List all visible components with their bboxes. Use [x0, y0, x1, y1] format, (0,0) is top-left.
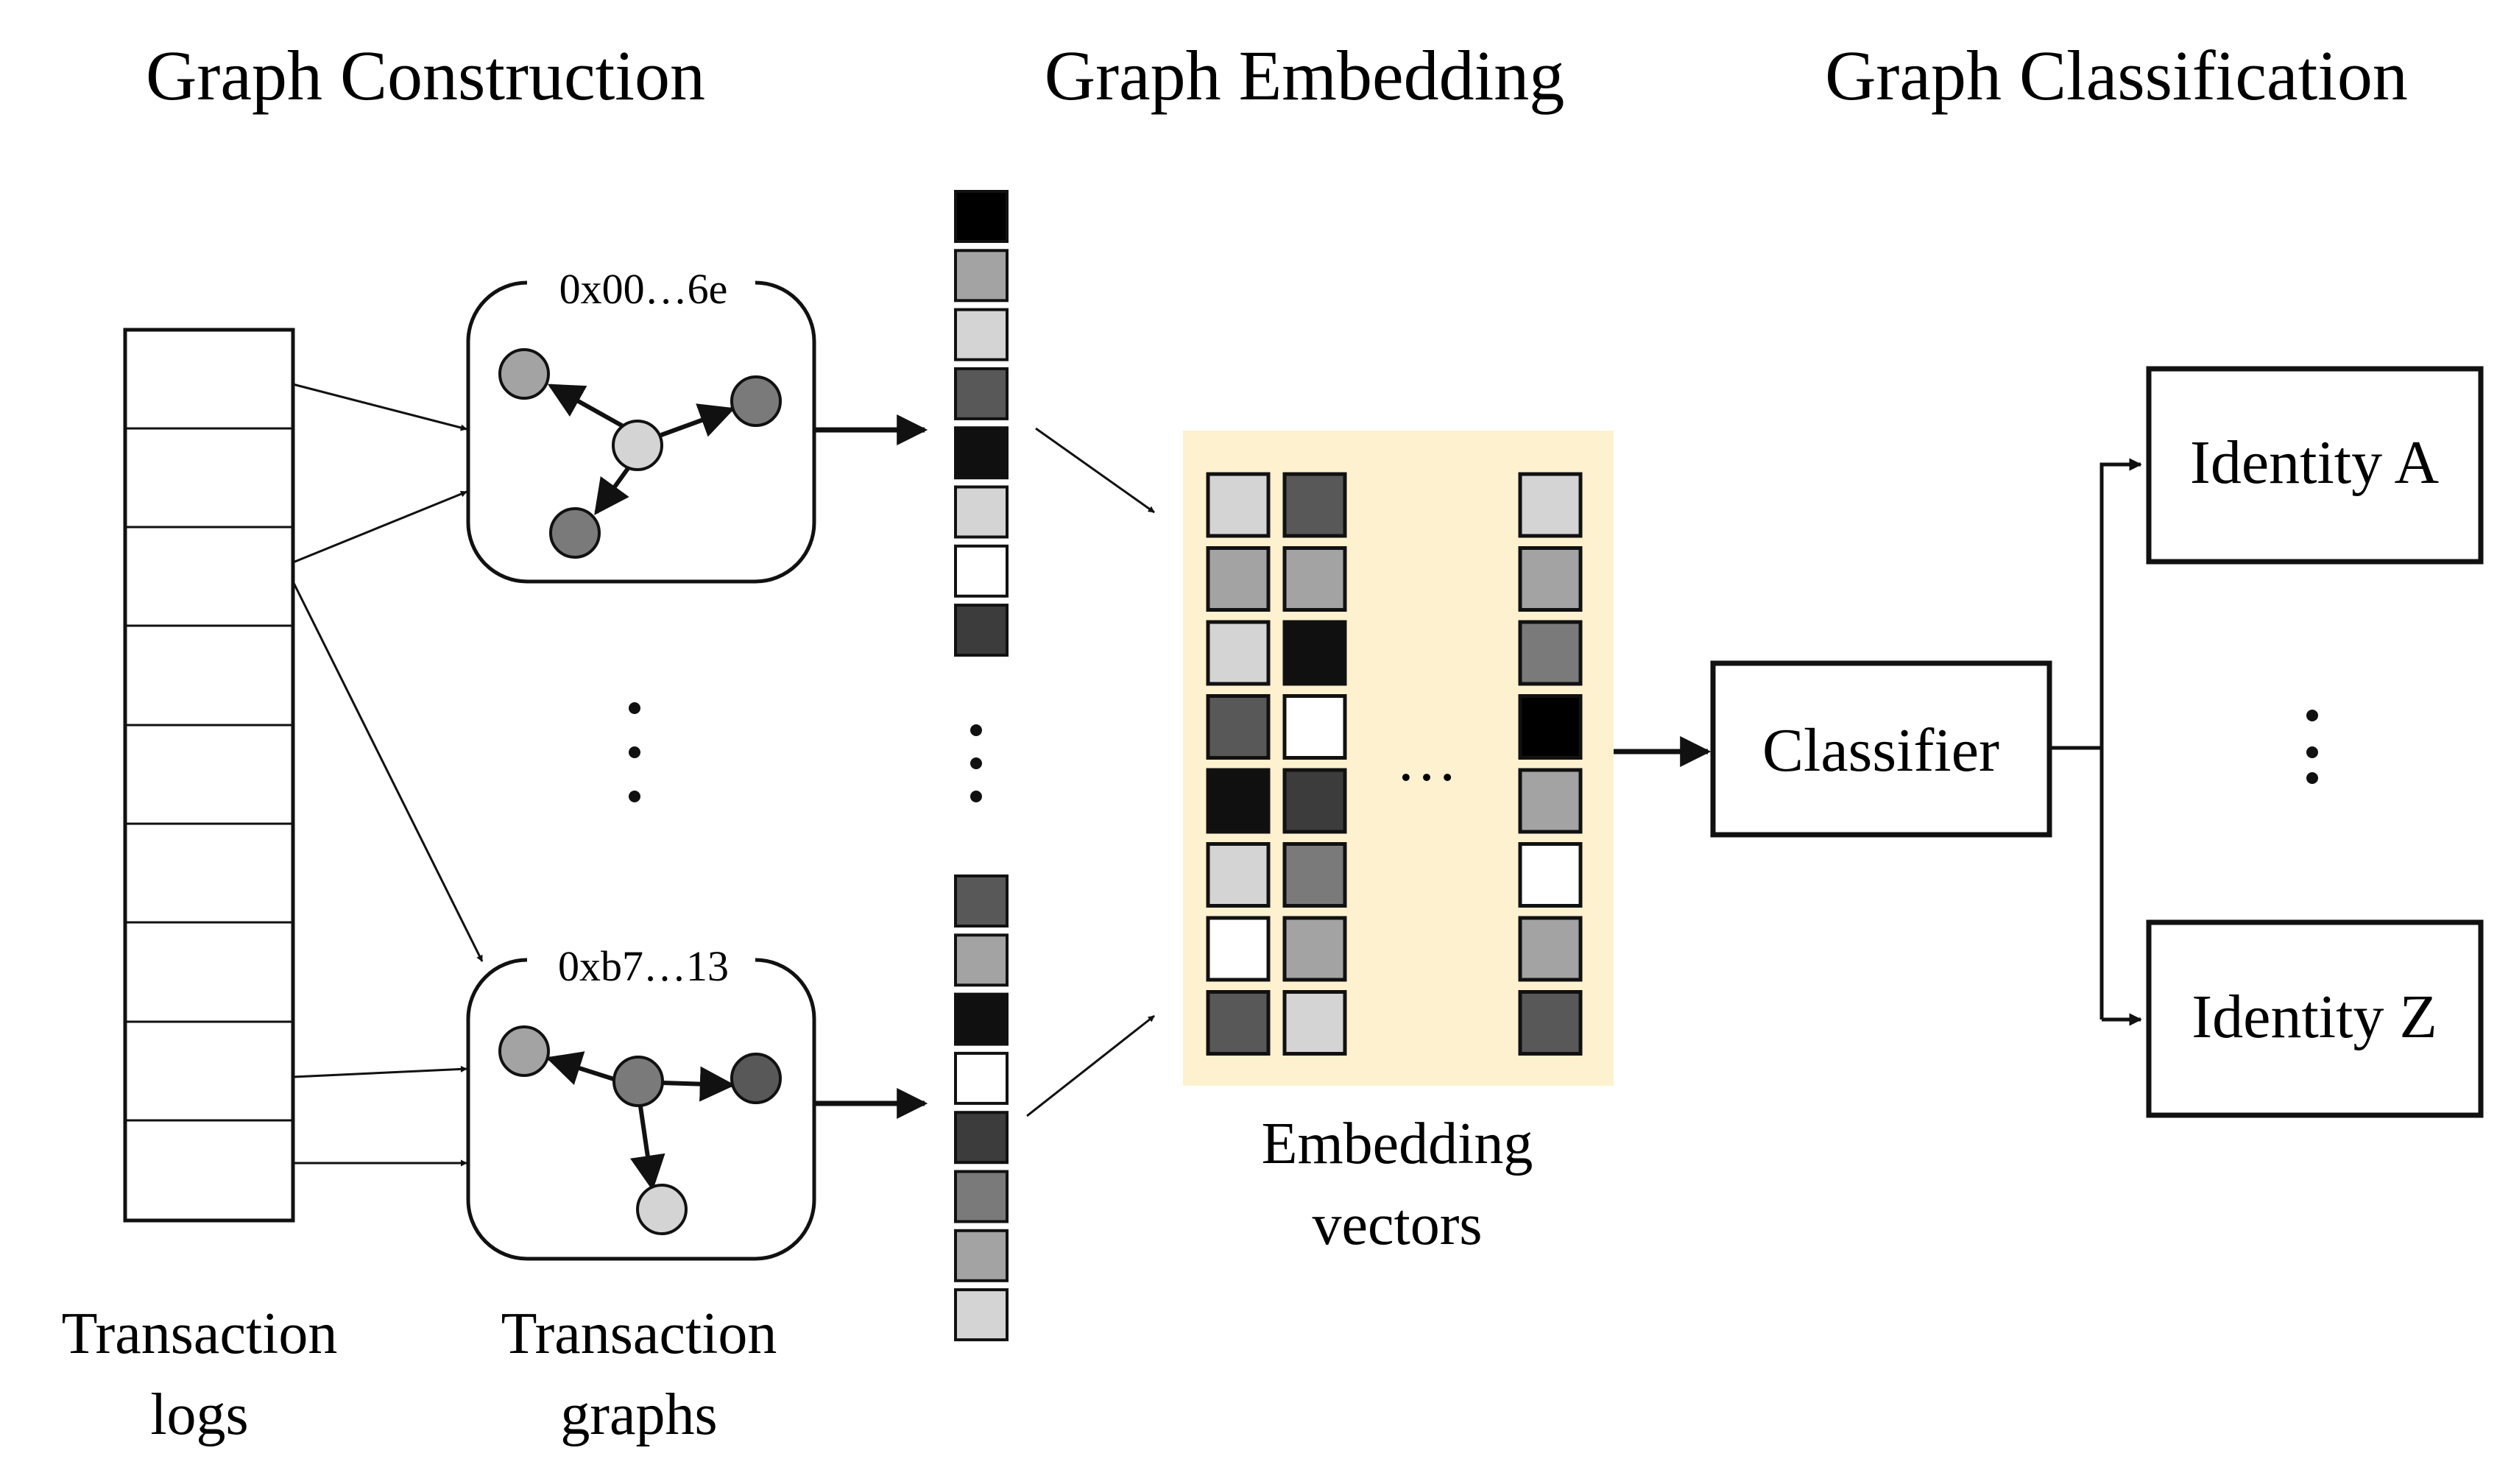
vector-cell	[1518, 472, 1583, 538]
graph-node	[612, 420, 663, 471]
graph-ellipsis	[629, 702, 640, 802]
transaction-graph-bottom: 0xb7…13	[466, 936, 816, 1261]
vector-cell	[1282, 990, 1347, 1056]
identity-ellipsis	[2306, 710, 2318, 784]
graph-node	[730, 375, 782, 427]
vector-cell	[1282, 620, 1347, 686]
identity-z-box: Identity Z	[2146, 919, 2484, 1118]
vector-cell	[954, 875, 1009, 928]
heading-graph-construction: Graph Construction	[146, 36, 705, 115]
vector-cell	[1206, 990, 1271, 1056]
vector-cell	[1518, 990, 1583, 1056]
vector-to-panel-arrow-top	[1035, 427, 1155, 514]
vector-cell	[954, 426, 1009, 480]
vector-cell	[1206, 546, 1271, 612]
vector-cell	[1206, 842, 1271, 908]
embedding-vector-bottom	[954, 875, 1009, 1342]
vector-cell	[954, 1229, 1009, 1282]
heading-graph-classification: Graph Classification	[1825, 36, 2408, 115]
graph-node	[498, 348, 550, 400]
vector-ellipsis	[970, 724, 982, 802]
embedding-vectors-label-line1: Embedding	[1262, 1112, 1533, 1176]
vector-cell	[1206, 768, 1271, 834]
transaction-graph-top: 0x00…6e	[466, 259, 816, 584]
graph-node	[636, 1184, 688, 1235]
vector-cell	[1518, 620, 1583, 686]
transaction-log-table	[123, 328, 295, 1223]
vector-cell	[1206, 472, 1271, 538]
embedding-vectors-label-line2: vectors	[1312, 1192, 1482, 1257]
vector-cell	[954, 544, 1009, 598]
vector-cell	[1518, 842, 1583, 908]
graph-node	[498, 1025, 550, 1077]
vector-cell	[954, 249, 1009, 303]
vector-cell	[1206, 916, 1271, 982]
log-to-graph-arrows	[292, 383, 484, 1167]
identity-z-label: Identity Z	[2192, 983, 2437, 1051]
vector-cell	[954, 604, 1009, 657]
vector-cell	[954, 367, 1009, 420]
vector-cell	[954, 1051, 1009, 1105]
vector-cell	[954, 933, 1009, 987]
transaction-logs-label-line2: logs	[150, 1382, 248, 1447]
vector-cell	[954, 1288, 1009, 1342]
graph-address-top: 0x00…6e	[559, 265, 728, 313]
graph-address-bottom: 0xb7…13	[558, 942, 729, 990]
address-label-bg	[530, 259, 755, 311]
transaction-logs-label-line1: Transaction	[62, 1301, 338, 1366]
vector-cell	[1206, 694, 1271, 760]
vector-cell	[1206, 620, 1271, 686]
vector-cell	[1282, 916, 1347, 982]
vector-cell	[1282, 768, 1347, 834]
classifier-label: Classifier	[1762, 716, 1999, 785]
vector-cell	[954, 485, 1009, 539]
graph-node	[730, 1053, 782, 1104]
address-label-bg	[530, 936, 755, 988]
classifier-branch	[2049, 458, 2142, 1026]
vector-to-panel-arrow-bottom	[1026, 1014, 1155, 1117]
embedding-matrix	[1206, 472, 1583, 1056]
vector-cell	[1518, 546, 1583, 612]
vector-cell	[954, 308, 1009, 361]
vector-cell	[954, 1111, 1009, 1165]
identity-a-label: Identity A	[2190, 428, 2440, 497]
matrix-column-ellipsis: …	[1396, 726, 1458, 794]
graph-node	[612, 1056, 664, 1107]
embedding-vector-top	[954, 190, 1009, 657]
vector-cell	[954, 190, 1009, 243]
vector-cell	[1282, 546, 1347, 612]
vector-cell	[1282, 842, 1347, 908]
graph-node	[549, 507, 601, 559]
transaction-graphs-label-line1: Transaction	[501, 1301, 777, 1366]
vector-cell	[1282, 694, 1347, 760]
vector-cell	[1518, 768, 1583, 834]
heading-graph-embedding: Graph Embedding	[1045, 36, 1565, 115]
vector-cell	[1282, 472, 1347, 538]
identity-a-box: Identity A	[2146, 366, 2484, 565]
vector-cell	[1518, 916, 1583, 982]
classifier-box: Classifier	[1710, 660, 2052, 838]
vector-cell	[954, 1170, 1009, 1223]
vector-cell	[954, 992, 1009, 1046]
vector-cell	[1518, 694, 1583, 760]
transaction-graphs-label-line2: graphs	[560, 1382, 717, 1447]
